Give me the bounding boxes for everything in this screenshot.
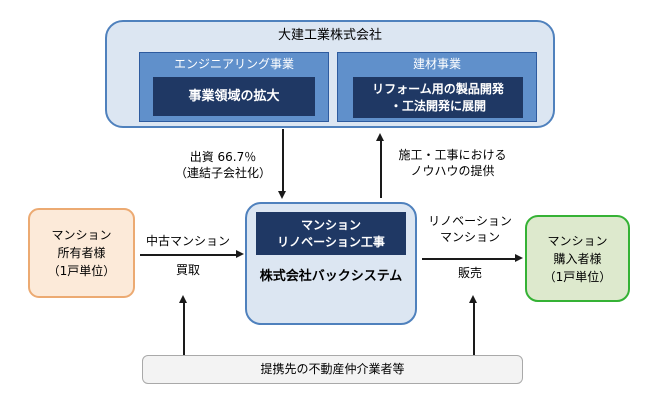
engineering-role-box: 事業領域の拡大 — [153, 77, 315, 116]
parent-company-title: 大建工業株式会社 — [277, 28, 382, 43]
knowhow-arrow-line — [380, 140, 382, 198]
materials-division-label: 建材事業 — [412, 57, 461, 71]
engineering-division-label: エンジニアリング事業 — [173, 57, 294, 71]
materials-role-box: リフォーム用の製品開発 ・工法開発に展開 — [353, 77, 523, 118]
purchase-arrow-head — [236, 250, 244, 258]
sale-arrow-line — [422, 258, 515, 260]
broker-right-arrow-line — [473, 302, 475, 355]
purchase-item-label: 中古マンション — [145, 234, 230, 248]
sale-action-label: 販売 — [457, 266, 482, 280]
knowhow-label: 施工・工事における ノウハウの提供 — [398, 148, 507, 179]
broker-box: 提携先の不動産仲介業者等 — [142, 355, 523, 384]
purchase-action-label: 買取 — [175, 263, 200, 277]
knowhow-arrow-head — [376, 133, 384, 141]
buyer-box: マンション 購入者様 （1戸単位） — [525, 215, 630, 302]
purchase-arrow-line — [140, 254, 236, 256]
owner-box: マンション 所有者様 （1戸単位） — [28, 208, 135, 298]
broker-left-arrow-line — [183, 302, 185, 355]
investment-arrow-line — [282, 129, 284, 192]
subsidiary-name: 株式会社バックシステム — [259, 269, 403, 284]
subsidiary-business-box: マンション リノベーション工事 — [256, 212, 406, 255]
investment-label: 出資 66.7％ （連結子会社化） — [174, 150, 271, 181]
broker-left-arrow-head — [179, 295, 187, 303]
sale-arrow-head — [515, 254, 523, 262]
broker-right-arrow-head — [469, 295, 477, 303]
investment-arrow-head — [278, 191, 286, 199]
sale-item-label: リノベーション マンション — [428, 214, 512, 245]
